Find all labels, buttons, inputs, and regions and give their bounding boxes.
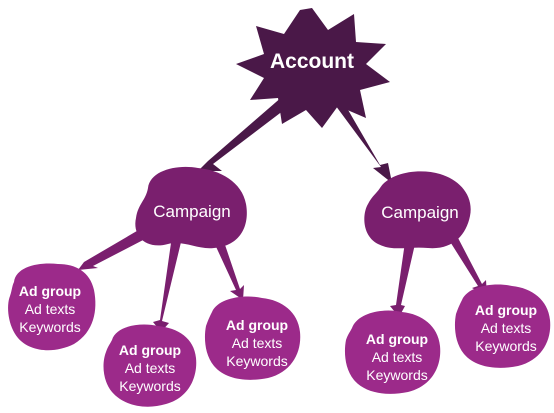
ad-group-blob-5 bbox=[454, 284, 551, 368]
connector-campaign-left-adgroup-1 bbox=[78, 228, 147, 270]
ad-group-blob-1 bbox=[8, 263, 96, 351]
ad-group-blob-4 bbox=[344, 310, 441, 394]
account-node: Account bbox=[236, 8, 390, 128]
ad-group-line2-5: Keywords bbox=[475, 338, 536, 354]
ad-group-node-1: Ad group Ad texts Keywords bbox=[8, 263, 96, 351]
connector-campaign-left-adgroup-2 bbox=[153, 236, 182, 332]
ad-group-line1-2: Ad texts bbox=[125, 360, 176, 376]
ad-group-node-5: Ad group Ad texts Keywords bbox=[454, 284, 551, 368]
ad-group-line1-4: Ad texts bbox=[372, 349, 423, 365]
connector-account-campaign-left bbox=[198, 96, 292, 171]
ad-group-title-2: Ad group bbox=[119, 342, 181, 358]
connectors-campaign bbox=[78, 228, 487, 332]
ad-group-node-3: Ad group Ad texts Keywords bbox=[204, 296, 301, 380]
campaign-blob-left bbox=[135, 166, 247, 249]
ad-group-node-2: Ad group Ad texts Keywords bbox=[103, 324, 197, 407]
ad-group-line2-3: Keywords bbox=[226, 353, 287, 369]
campaign-label-left: Campaign bbox=[153, 202, 231, 221]
campaign-label-right: Campaign bbox=[381, 203, 459, 222]
ad-group-line1-3: Ad texts bbox=[232, 335, 283, 351]
campaign-node-left: Campaign bbox=[135, 166, 247, 249]
ad-group-title-4: Ad group bbox=[366, 331, 428, 347]
ad-group-line2-1: Keywords bbox=[19, 319, 80, 335]
ad-group-node-4: Ad group Ad texts Keywords bbox=[344, 310, 441, 394]
ad-group-title-1: Ad group bbox=[19, 283, 81, 299]
ad-group-line1-1: Ad texts bbox=[25, 301, 76, 317]
connector-campaign-right-adgroup-4 bbox=[390, 242, 415, 317]
account-starburst bbox=[236, 8, 390, 128]
ad-group-line1-5: Ad texts bbox=[481, 320, 532, 336]
ad-group-line2-4: Keywords bbox=[366, 367, 427, 383]
account-label: Account bbox=[270, 50, 354, 73]
connectors-account bbox=[198, 96, 392, 183]
campaign-blob-right bbox=[364, 171, 471, 249]
ad-group-blob-2 bbox=[103, 324, 197, 407]
connector-campaign-right-adgroup-5 bbox=[449, 236, 487, 296]
ad-group-blob-3 bbox=[204, 296, 301, 380]
ad-group-title-5: Ad group bbox=[475, 302, 537, 318]
campaign-node-right: Campaign bbox=[364, 171, 471, 249]
connector-campaign-left-adgroup-3 bbox=[212, 236, 244, 300]
ad-group-title-3: Ad group bbox=[226, 317, 288, 333]
connector-account-campaign-right bbox=[330, 96, 392, 183]
ad-group-line2-2: Keywords bbox=[119, 378, 180, 394]
